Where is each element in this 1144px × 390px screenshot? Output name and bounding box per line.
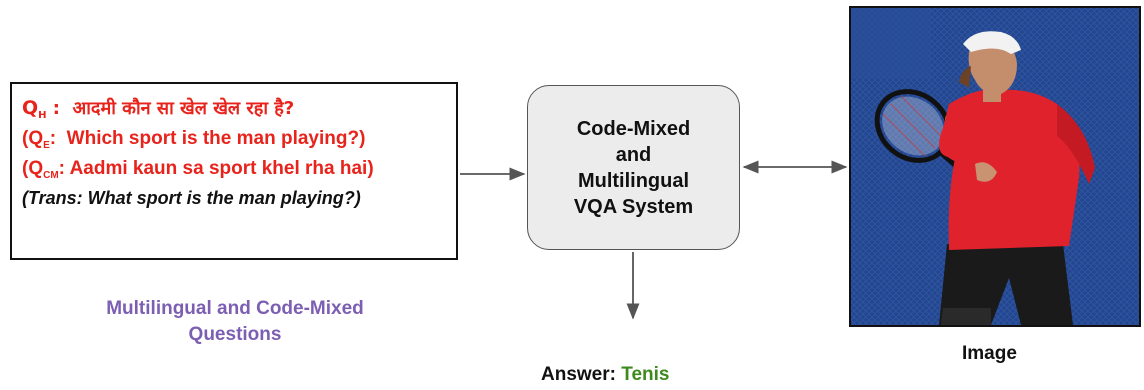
question-codemixed: (QCM: Aadmi kaun sa sport khel rha hai) <box>22 158 374 181</box>
system-line3: Multilingual <box>577 169 690 192</box>
question-english: (QE: Which sport is the man playing?) <box>22 128 365 151</box>
question-translation: (Trans: What sport is the man playing?) <box>22 188 361 208</box>
question-hindi-text: आदमी कौन सा खेल खेल रहा है? <box>72 98 295 119</box>
system-line2: and <box>615 143 652 166</box>
question-hindi-sub: H <box>38 110 47 121</box>
question-box: QH : आदमी कौन सा खेल खेल रहा है? (QE: Wh… <box>10 82 458 260</box>
questions-caption: Multilingual and Code-Mixed Questions <box>60 296 410 348</box>
vqa-system-box: Code-Mixed and Multilingual VQA System <box>527 85 740 250</box>
question-english-text: : Which sport is the man playing?) <box>49 128 366 149</box>
question-hindi-sep: : <box>46 98 73 119</box>
image-caption: Image <box>962 343 1017 364</box>
question-english-open: (Q <box>22 128 44 149</box>
question-codemixed-text: : Aadmi kaun sa sport khel rha hai) <box>58 158 374 179</box>
answer-label: Answer: <box>541 364 622 385</box>
questions-caption-line1: Multilingual and Code-Mixed <box>106 298 364 319</box>
system-line4: VQA System <box>573 195 694 218</box>
answer-text: Answer: Tenis <box>541 364 669 386</box>
question-english-sub: E <box>43 140 50 151</box>
tennis-player-illustration <box>851 8 1139 325</box>
answer-value: Tenis <box>621 364 670 385</box>
question-hindi: QH : आदमी कौन सा खेल खेल रहा है? <box>22 96 294 121</box>
system-line1: Code-Mixed <box>576 117 691 140</box>
question-codemixed-sub: CM <box>43 170 59 181</box>
vqa-system-label: Code-Mixed and Multilingual VQA System <box>544 116 724 220</box>
question-hindi-tag: Q <box>22 97 39 119</box>
question-codemixed-open: (Q <box>22 158 44 179</box>
questions-caption-line2: Questions <box>188 324 282 345</box>
tennis-photo <box>849 6 1141 327</box>
